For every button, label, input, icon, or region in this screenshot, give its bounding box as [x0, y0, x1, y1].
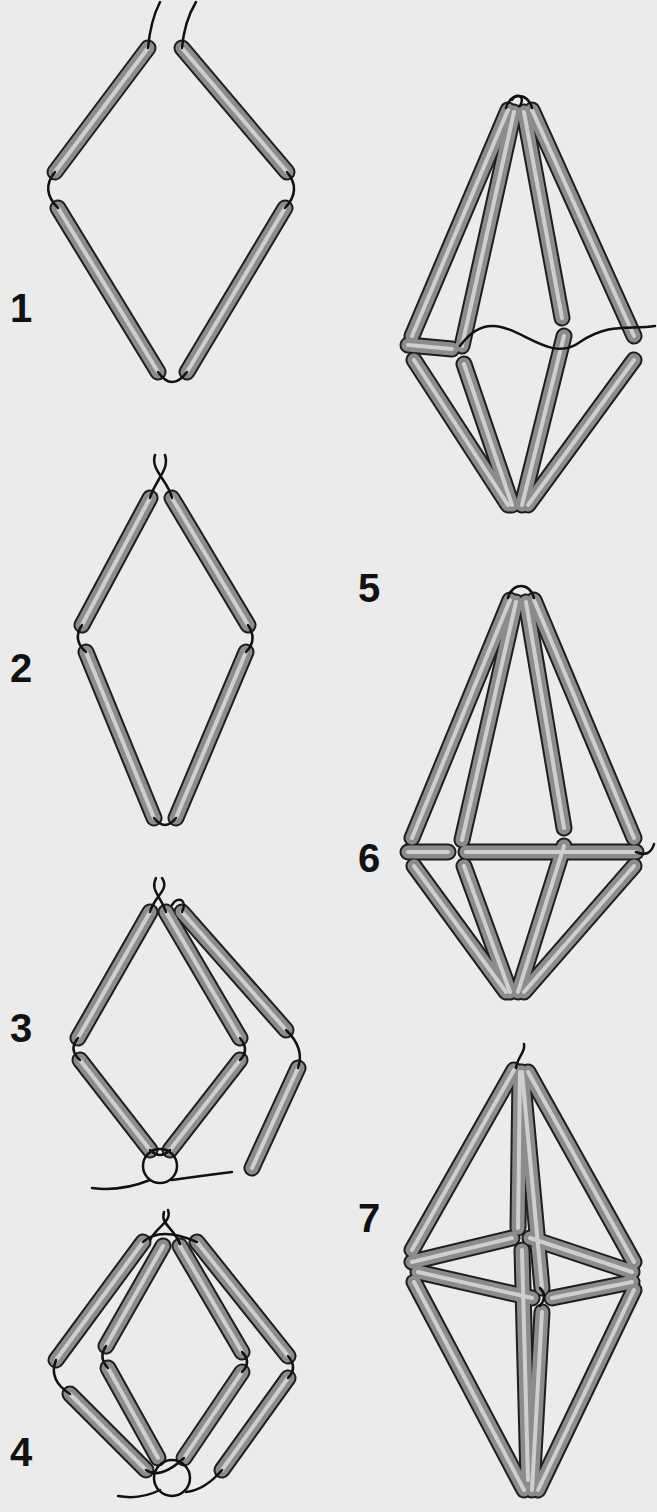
- thread: [48, 2, 655, 1497]
- bead-highlight: [55, 48, 636, 1490]
- step-number: 7: [358, 1198, 380, 1238]
- step-number: 4: [10, 1432, 32, 1472]
- step-number: 3: [10, 1008, 32, 1048]
- bead-outline: [55, 48, 636, 1490]
- bugle-beads: [55, 48, 636, 1490]
- step-number: 6: [358, 838, 380, 878]
- step-number: 5: [358, 568, 380, 608]
- bead-body: [55, 48, 636, 1490]
- step-number: 2: [10, 648, 32, 688]
- step-number: 1: [10, 288, 32, 328]
